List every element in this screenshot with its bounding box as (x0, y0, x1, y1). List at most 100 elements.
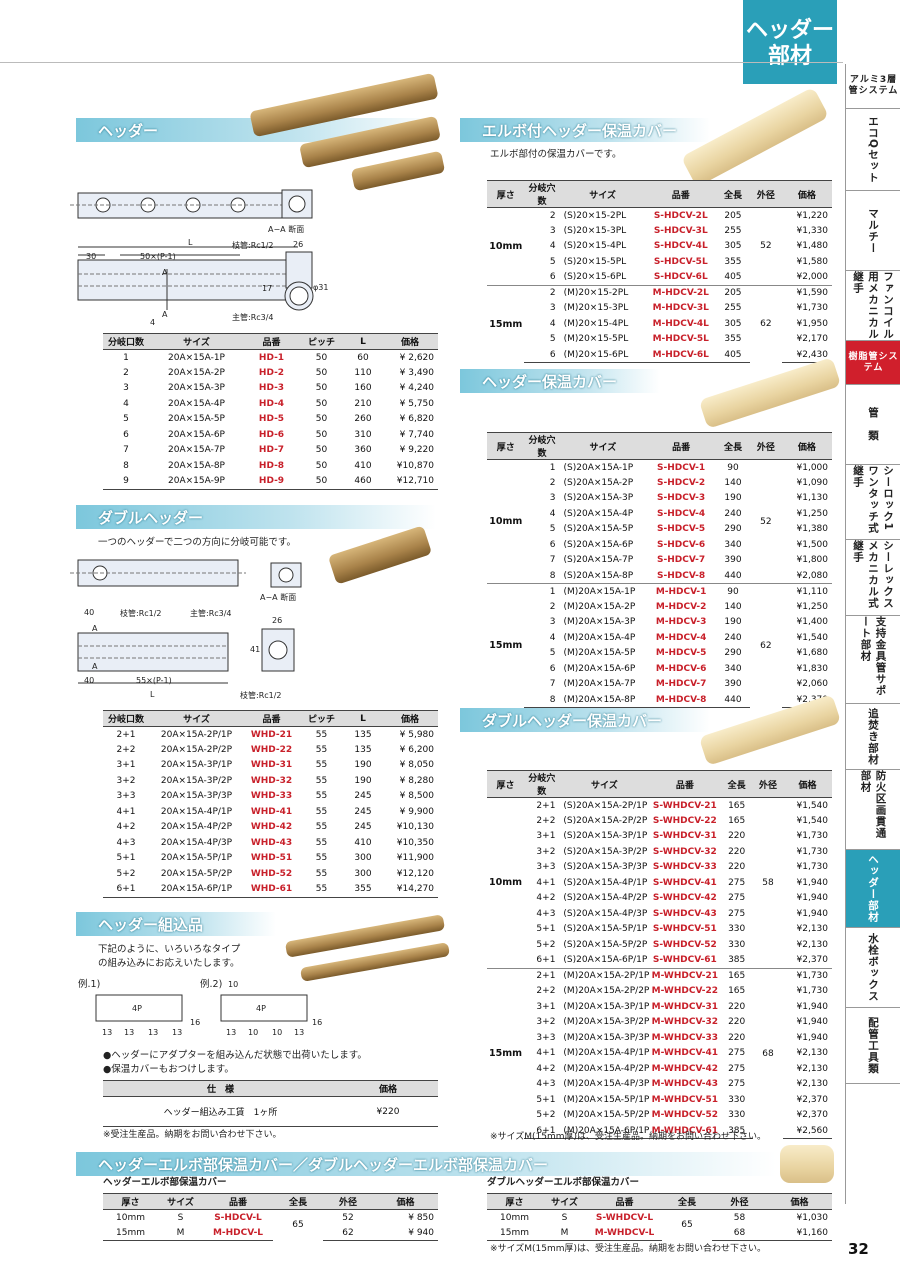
example1-drawing (95, 994, 183, 1022)
table-cell: ¥2,060 (796, 679, 829, 690)
header-drawing (70, 192, 306, 310)
table-cell: 3 (123, 383, 129, 394)
table-cell: (M)20A×15A-1P (559, 583, 647, 599)
table-cell: WHD-32 (250, 775, 293, 786)
double-header-desc: 一つのヘッダーで二つの方向に分岐可能です。 (98, 537, 296, 548)
table-cell: 300 (354, 853, 372, 864)
table-cell: (M)20A×15A-3P/2P (563, 1017, 650, 1028)
table-cell: 90 (716, 583, 751, 599)
table-cell: (S)20×15-2PL (563, 210, 627, 221)
thickness-cell: 10mm (489, 240, 523, 252)
table-cell: ¥ 7,740 (399, 429, 434, 440)
side-item-resin[interactable]: 樹脂管システム (846, 341, 900, 385)
table-cell: S-HDCV-8 (657, 570, 706, 581)
table-cell: 3+1 (116, 760, 136, 771)
side-item-header[interactable]: ヘッダー部材 (846, 850, 900, 928)
section-title-double-cover: ダブルヘッダー保温カバー (460, 708, 710, 732)
double-header-drawing (70, 559, 246, 684)
table-cell: ¥10,130 (396, 822, 434, 833)
table-cell: ¥1,730 (796, 862, 829, 873)
table-cell: 6 (123, 429, 129, 440)
table-cell: 5 (549, 334, 556, 345)
table-cell: 190 (354, 760, 372, 771)
table-cell: ¥1,730 (796, 846, 829, 857)
table-cell: 165 (728, 986, 746, 997)
table-cell: M-HDCV-5L (652, 334, 709, 345)
side-item-ecoq[interactable]: エコQセット (846, 109, 900, 191)
table-cell: (M)20A×15A-6P (563, 663, 636, 674)
table-cell: 5+2 (116, 868, 136, 879)
table-cell: 2 (549, 477, 556, 488)
side-item-multi[interactable]: マルチー (846, 191, 900, 271)
table-cell: 50 (315, 460, 328, 471)
table-cell: (M)20×15-4PL (563, 318, 629, 329)
table-cell: S-HDCV-3 (657, 493, 706, 504)
table-cell: 50 (299, 473, 344, 490)
side-item-box[interactable]: 水栓ボックス (846, 928, 900, 1008)
table-cell: 55 (315, 806, 328, 817)
side-item-fire[interactable]: 防火区画貫通部材 (846, 770, 900, 850)
side-item-oidaki[interactable]: 追焚き部材 (846, 704, 900, 770)
table-cell: S-WHDCV-52 (652, 939, 717, 950)
side-item-alumi[interactable]: アルミ3層管システム (846, 64, 900, 109)
table-cell: 50 (315, 414, 328, 425)
table-cell: ¥1,380 (796, 524, 829, 535)
side-item-support[interactable]: 支持金具管サポート部材 (846, 616, 900, 704)
example2-drawing (220, 994, 308, 1022)
table-cell: 50 (315, 429, 328, 440)
table-cell: 360 (354, 445, 372, 456)
table-cell: (S)20A×15A-5P/2P (563, 939, 648, 950)
outer-diameter-cell: 68 (752, 967, 783, 1139)
section-title-elbow-part-cover: ヘッダーエルボ部保温カバー／ダブルヘッダーエルボ部保温カバー (76, 1152, 776, 1176)
table-cell: S-WHDCV-21 (652, 800, 717, 811)
table-cell: ¥ 3,490 (399, 367, 434, 378)
table-cell: 20A×15A-4P (168, 398, 225, 409)
table-cell: 140 (724, 477, 742, 488)
table-cell: 6+1 (103, 881, 149, 898)
side-item-pipes[interactable]: 管 類 (846, 385, 900, 465)
table-cell: 165 (720, 967, 753, 984)
table-cell: 190 (724, 617, 742, 628)
header-section-drawing (281, 189, 313, 219)
table-cell: 20A×15A-3P (168, 383, 225, 394)
table-cell: 4+2 (536, 1063, 556, 1074)
table-cell: (M)20×15-3PL (563, 303, 629, 314)
table-cell: (M)20A×15A-3P (563, 617, 636, 628)
side-item-fancoil[interactable]: ファンコイル用メカニカル継手 (846, 271, 900, 341)
table-cell: 135 (354, 729, 372, 740)
table-cell: ¥ 5,750 (399, 398, 434, 409)
double-header-section (270, 562, 302, 588)
table-cell: 90 (727, 462, 739, 473)
side-item-tools[interactable]: 配管工具類 (846, 1008, 900, 1084)
table-cell: ¥1,330 (796, 225, 829, 236)
thickness-cell: 15mm (487, 967, 525, 1139)
table-cell: ¥1,160 (767, 1225, 832, 1241)
table-cell: ¥12,120 (396, 868, 434, 879)
side-item-sealex[interactable]: シーレックスメカニカル式継手 (846, 540, 900, 616)
table-cell: 275 (728, 1063, 746, 1074)
table-cell: 4+3 (536, 908, 556, 919)
section-title-double-header: ダブルヘッダー (76, 505, 436, 529)
table-cell: 8 (123, 460, 129, 471)
table-cell: (S)20A×15A-2P (563, 477, 634, 488)
table-cell: 2 (123, 367, 129, 378)
side-item-sealock[interactable]: シーロック1ワンタッチ式継手 (846, 465, 900, 540)
table-cell: ¥ 8,500 (399, 791, 434, 802)
table-cell: 460 (344, 473, 382, 490)
table-cell: WHD-22 (250, 744, 293, 755)
